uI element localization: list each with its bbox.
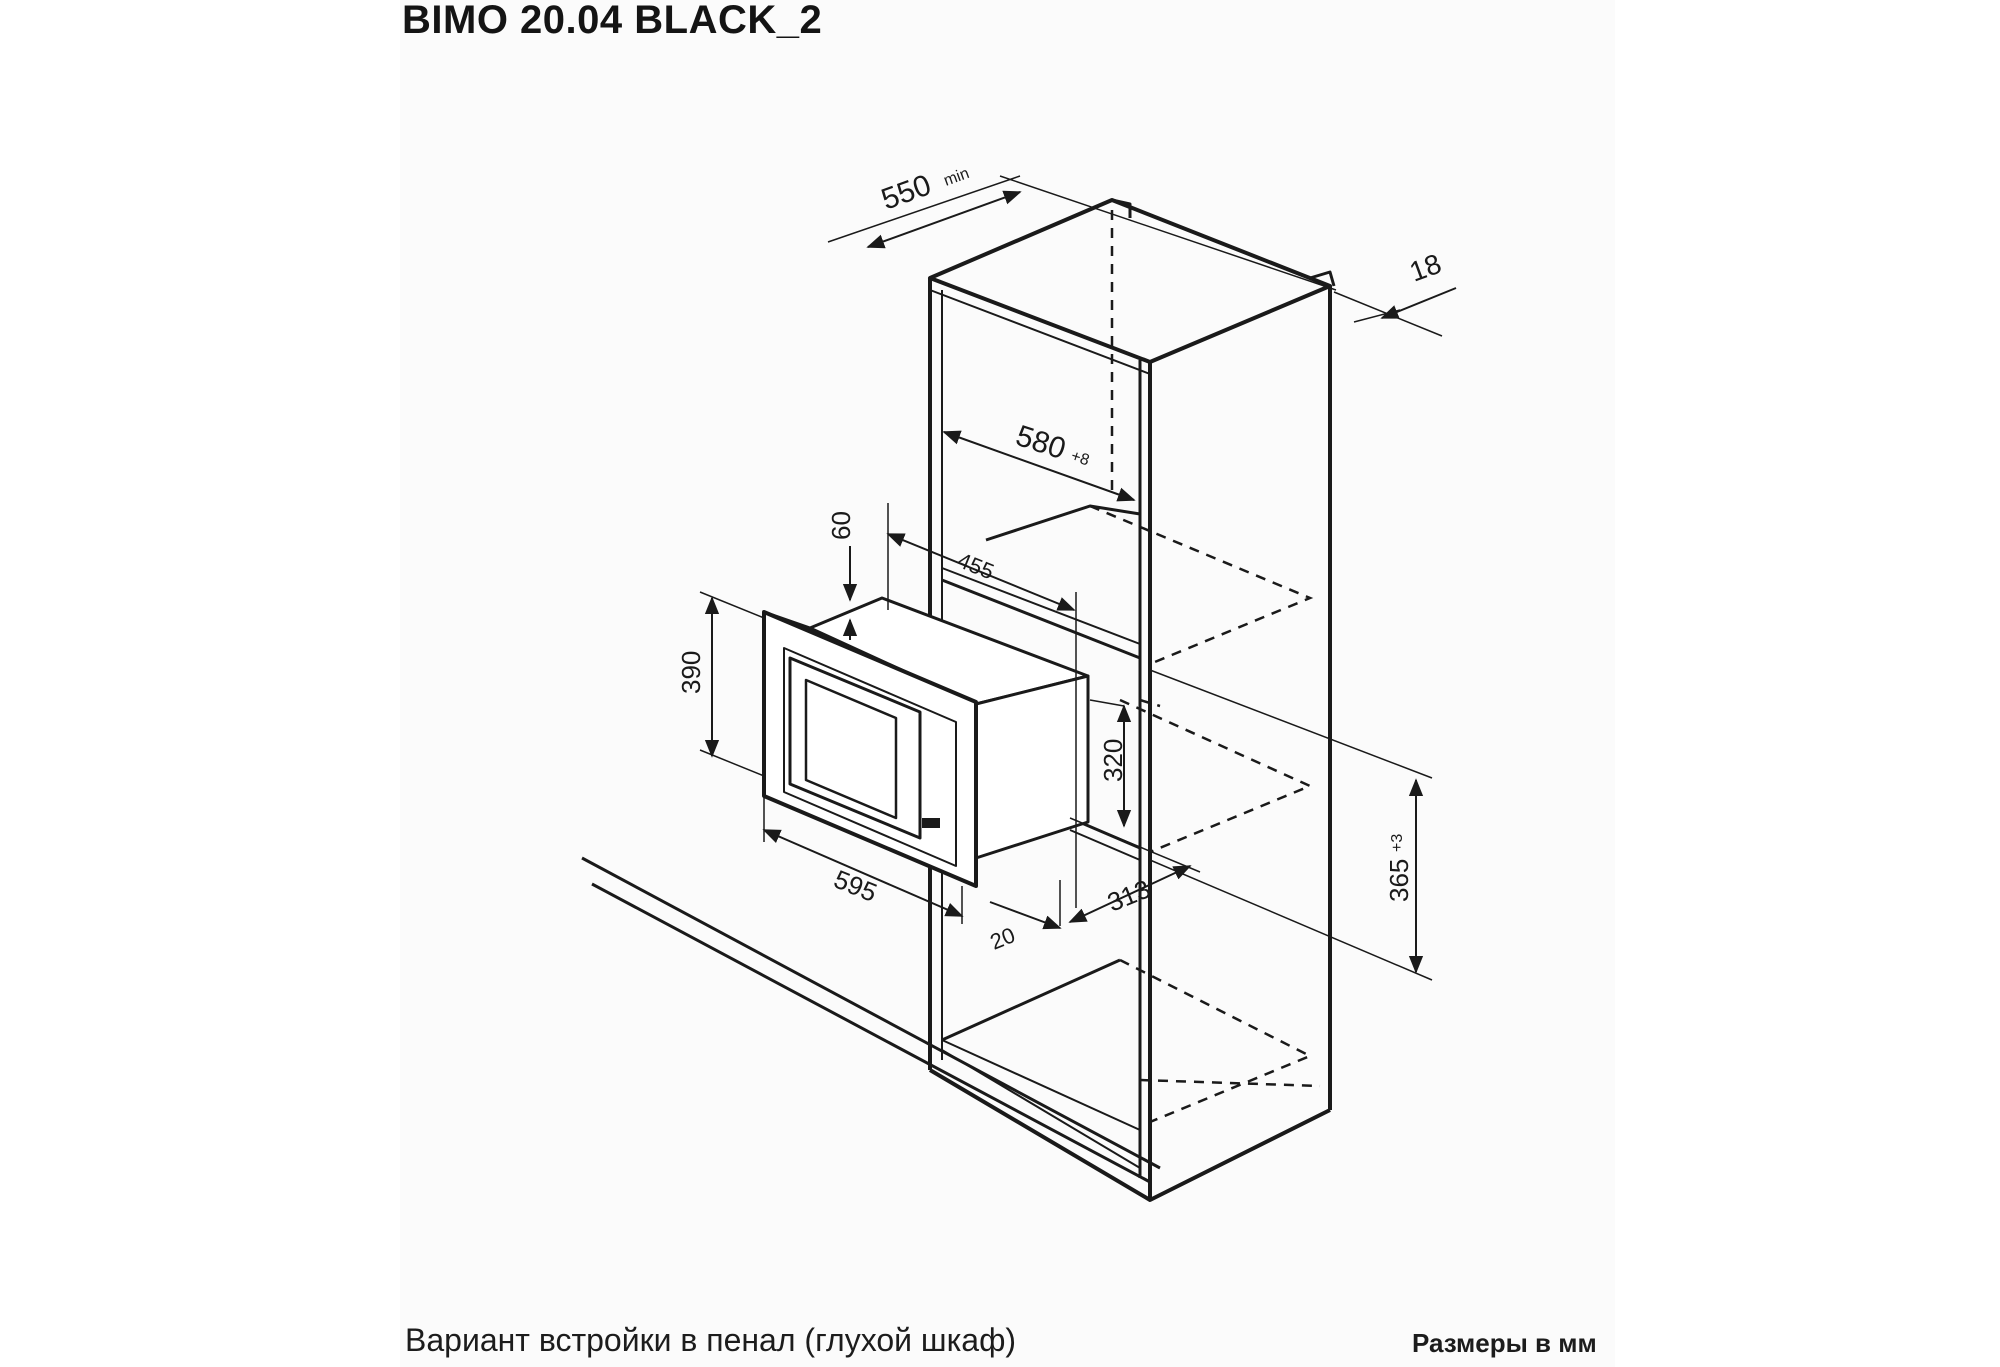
- dim-frame-offset: 20: [987, 922, 1019, 954]
- dim-niche-height-tolerance: +3: [1389, 834, 1406, 852]
- page-title: BIMO 20.04 BLACK_2: [402, 0, 823, 42]
- dim-device-depth: 455: [954, 547, 997, 584]
- dim-frame-height: 390: [676, 651, 706, 694]
- installation-caption: Вариант встройки в пенал (глухой шкаф): [405, 1322, 1017, 1358]
- dim-niche-height: 365: [1384, 859, 1414, 902]
- floor-lines: [581, 856, 1161, 1184]
- dim-panel-thickness: 18: [1405, 248, 1445, 288]
- dim-frame-width: 595: [830, 864, 881, 908]
- dim-mount-height: 313: [1103, 873, 1154, 917]
- dim-cabinet-depth-note: min: [942, 165, 972, 190]
- dim-device-top-gap: 60: [826, 511, 856, 540]
- microwave: [762, 596, 1090, 888]
- dim-device-body-height: 320: [1098, 739, 1128, 782]
- dimension-lines: [699, 175, 1457, 981]
- dim-cabinet-depth: 550: [877, 168, 935, 216]
- dim-niche-width-tolerance: +8: [1069, 448, 1092, 470]
- hidden-edges: [1089, 210, 1321, 1124]
- units-note: Размеры в мм: [1412, 1328, 1597, 1358]
